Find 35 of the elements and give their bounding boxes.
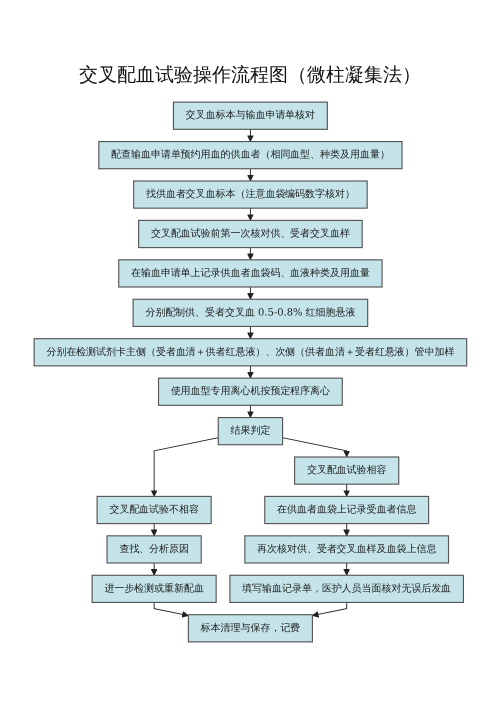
node-box: 找供血者交叉血标本（注意血袋编码数字核对） (132, 180, 368, 209)
arrow (246, 286, 254, 300)
node-box: 配查输血申请单预约用血的供血者（相同血型、种类及用血量） (98, 140, 402, 170)
arrow (246, 128, 254, 142)
node-box: 分别在检测试剂卡主侧（受者血清＋供者红悬液）、次侧（供者血清＋受者红悬液）管中加样 (33, 338, 467, 366)
arrow (153, 602, 188, 618)
arrow (150, 437, 218, 497)
diagram-title: 交叉配血试验操作流程图（微柱凝集法） (79, 63, 421, 88)
node-box: 在供血者血袋上记录受血者信息 (264, 496, 429, 524)
arrow (342, 523, 350, 536)
arrow (246, 326, 254, 339)
node-box: 交叉配血试验不相容 (96, 496, 212, 524)
node-box: 再次核对供、受者交叉血样及血袋上信息 (244, 535, 449, 564)
arrow (282, 437, 350, 458)
node-box: 结果判定 (217, 416, 283, 446)
arrow (246, 404, 254, 418)
arrow (246, 208, 254, 221)
node-box: 标本清理与保存，记费 (187, 614, 313, 642)
node-box: 交叉配血试验前第一次核对供、受者交叉血样 (138, 220, 362, 248)
arrow (342, 562, 350, 576)
node-box: 查找、分析原因 (106, 535, 202, 564)
node-box: 进一步检测或重新配血 (91, 574, 216, 604)
arrow (342, 484, 350, 497)
arrow (246, 247, 254, 260)
arrow (246, 365, 254, 378)
node-box: 交叉配血试验相容 (294, 456, 399, 485)
node-box: 分别配制供、受者交叉血 0.5-0.8% 红细胞悬液 (132, 298, 368, 328)
node-box: 填写输血记录单，医护人员当面核对无误后发血 (228, 574, 464, 604)
arrow (150, 562, 158, 576)
arrow (150, 523, 158, 536)
node-box: 交叉血标本与输血申请单核对 (172, 102, 328, 130)
node-box: 在输血申请单上记录供血者血袋码、血液种类及用血量 (118, 259, 382, 288)
arrow (246, 168, 254, 182)
arrow (312, 602, 347, 618)
node-box: 使用血型专用离心机按预定程序离心 (158, 378, 342, 406)
